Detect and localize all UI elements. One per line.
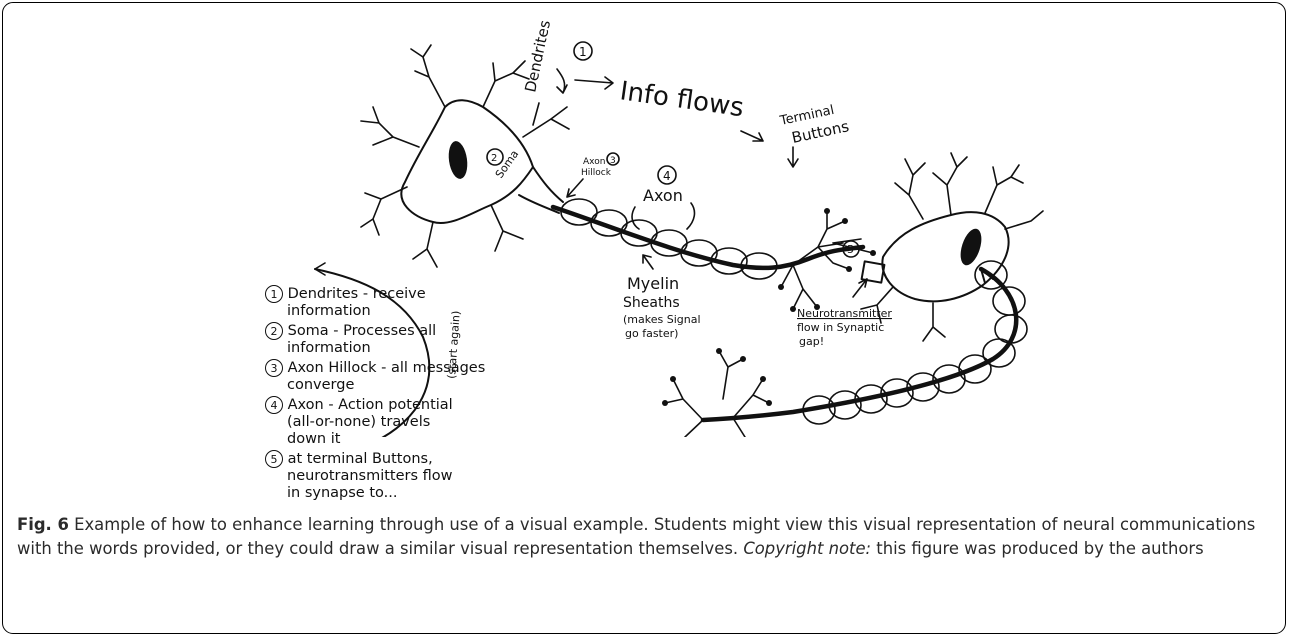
caption-note-label: Copyright note: — [743, 539, 871, 558]
label-axon-hillock-number: 3 — [610, 156, 616, 166]
label-soma-number: 2 — [491, 153, 497, 164]
terminal-buttons-arrow — [788, 147, 798, 167]
label-axon-hillock-2: Hillock — [581, 168, 612, 178]
label-dendrites: Dendrites — [521, 18, 554, 93]
caption-figure-label: Fig. 6 — [17, 515, 69, 534]
legend: 1 Dendrites - receive information 2 Soma… — [265, 285, 595, 502]
label-neurotransmitter-2: flow in Synaptic — [797, 321, 884, 334]
legend-item-4: 4 Axon - Action potential (all-or-none) … — [265, 396, 595, 448]
label-neurotransmitter-3: gap! — [799, 335, 824, 348]
legend-item-1: 1 Dendrites - receive information — [265, 285, 595, 320]
nucleus-1 — [446, 140, 469, 180]
label-myelin-1: Myelin — [627, 274, 679, 293]
soma-2-outline — [882, 212, 1008, 301]
legend-item-text: (all-or-none) travels — [265, 414, 430, 430]
legend-item-number: 3 — [265, 359, 283, 377]
legend-item-text: in synapse to... — [265, 485, 397, 501]
legend-item-text: at terminal Buttons, — [288, 451, 433, 467]
legend-item-2: 2 Soma - Processes all information — [265, 322, 595, 357]
myelin-sheaths-2 — [803, 261, 1027, 424]
legend-item-text: Soma - Processes all — [288, 323, 437, 339]
legend-item-text: neurotransmitters flow — [265, 468, 453, 484]
label-axon-hillock-1: Axon — [583, 157, 605, 167]
myelin-arrow — [643, 255, 653, 269]
legend-item-number: 4 — [265, 396, 283, 414]
legend-item-3: 3 Axon Hillock - all messages converge — [265, 359, 595, 394]
label-axon: Axon — [643, 186, 683, 205]
legend-item-number: 5 — [265, 450, 283, 468]
label-myelin-2: Sheaths — [623, 295, 680, 311]
legend-item-number: 1 — [265, 285, 283, 303]
caption-note-text: this figure was produced by the authors — [871, 539, 1204, 558]
legend-item-5: 5 at terminal Buttons, neurotransmitters… — [265, 450, 595, 502]
label-synapse-number: 5 — [847, 243, 854, 256]
label-info-flows: Info flows — [618, 76, 746, 123]
legend-item-number: 2 — [265, 322, 283, 340]
axon-1 — [553, 207, 863, 268]
label-neurotransmitter-1: Neurotransmitter — [797, 307, 892, 320]
label-axon-number: 4 — [663, 169, 671, 183]
dendrites-arrow — [557, 69, 567, 93]
info-flows-arrow-1 — [575, 77, 613, 89]
legend-item-text: converge — [265, 377, 354, 393]
legend-item-text: information — [265, 303, 371, 319]
legend-item-text: Dendrites - receive — [288, 286, 426, 302]
legend-item-text: information — [265, 340, 371, 356]
label-myelin-3: (makes Signal — [623, 313, 701, 326]
legend-item-text: down it — [265, 431, 340, 447]
neurotransmitter-arrow — [853, 279, 867, 297]
label-dendrites-number: 1 — [579, 45, 587, 59]
terminal-buttons-2 — [665, 351, 769, 437]
start-again-arrow — [315, 263, 325, 275]
legend-item-text: Axon - Action potential — [288, 397, 453, 413]
label-myelin-4: go faster) — [625, 327, 678, 340]
nucleus-2 — [957, 226, 986, 268]
figure-caption: Fig. 6 Example of how to enhance learnin… — [17, 513, 1267, 561]
info-flows-arrow-2 — [741, 131, 763, 141]
terminal-buttons-1 — [781, 211, 873, 309]
axon-bracket — [632, 203, 694, 229]
terminal-button-dots-2 — [662, 348, 772, 406]
axon-hillock-arrow — [567, 179, 583, 197]
legend-item-text: Axon Hillock - all messages — [288, 360, 486, 376]
